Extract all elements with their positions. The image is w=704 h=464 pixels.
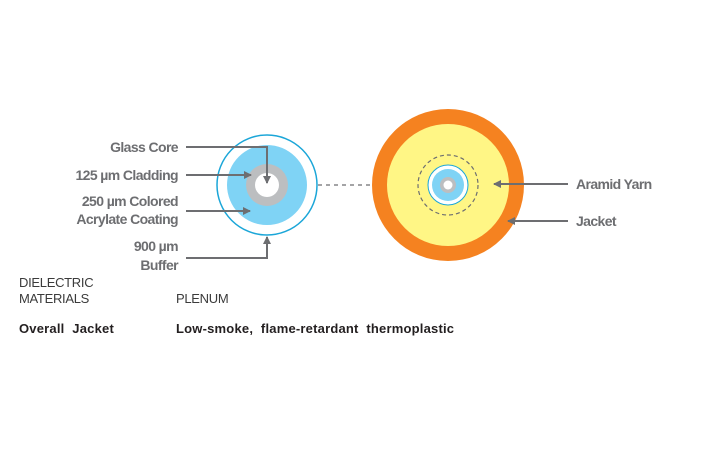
cladding-label: 125 µm Cladding bbox=[75, 167, 178, 183]
glass-core-label: Glass Core bbox=[110, 139, 179, 155]
table-header-plenum: PLENUM bbox=[176, 291, 229, 306]
coating-label-line1: 250 µm Colored bbox=[82, 193, 178, 209]
glass-core bbox=[255, 173, 279, 197]
table-header-dielectric: DIELECTRIC bbox=[19, 275, 94, 290]
buffer-label-line1: 900 µm bbox=[134, 238, 178, 254]
buffer-arrow bbox=[186, 236, 271, 259]
small-core bbox=[443, 180, 453, 190]
buffer-label-line2: Buffer bbox=[140, 257, 179, 273]
aramid-yarn-label: Aramid Yarn bbox=[576, 176, 652, 192]
coating-label-line2: Acrylate Coating bbox=[76, 211, 178, 227]
table-header-materials: MATERIALS bbox=[19, 291, 90, 306]
jacket-label: Jacket bbox=[576, 213, 617, 229]
cable-cross-section bbox=[372, 109, 524, 261]
table-row-component: Overall Jacket bbox=[19, 321, 114, 336]
fiber-outline-dashed bbox=[417, 154, 479, 216]
table-row-material: Low-smoke, flame-retardant thermoplastic bbox=[176, 321, 455, 336]
glass-core-arrow bbox=[186, 146, 271, 184]
